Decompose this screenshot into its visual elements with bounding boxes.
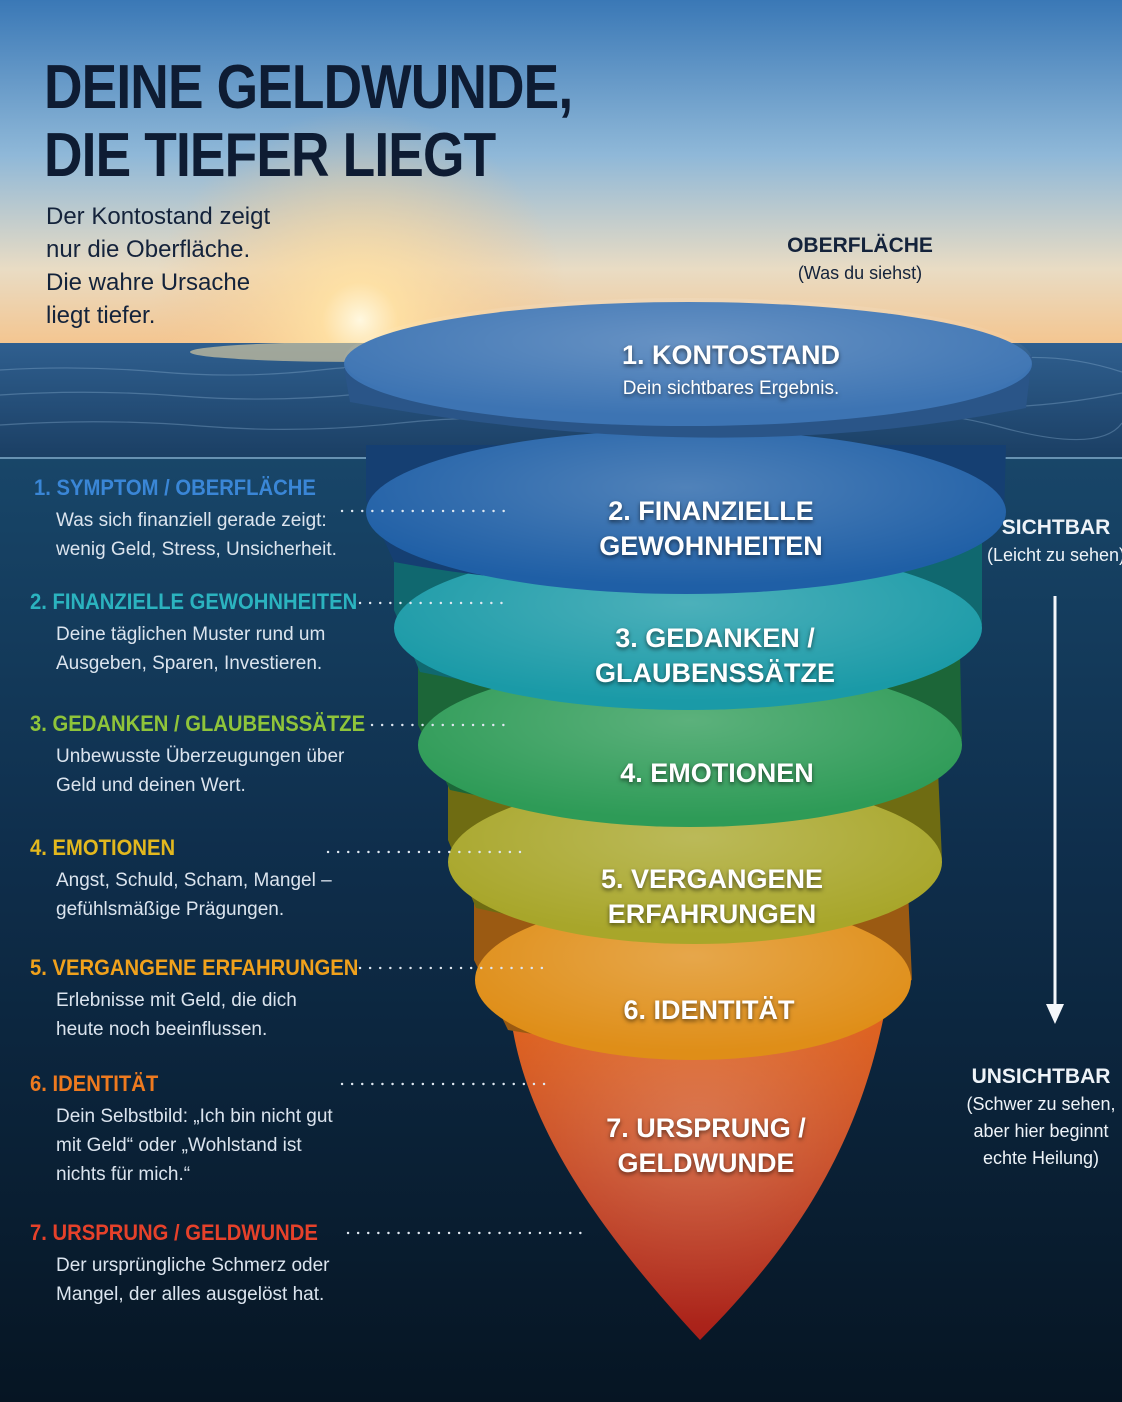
- legend-item-past-experiences: 5. VERGANGENE ERFAHRUNGEN Erlebnisse mit…: [30, 955, 359, 1040]
- legend-item-origin: 7. URSPRUNG / GELDWUNDE Der ursprünglich…: [30, 1220, 330, 1305]
- layer-7-shape: [510, 1010, 885, 1340]
- legend-item-emotions: 4. EMOTIONEN Angst, Schuld, Scham, Mange…: [30, 835, 332, 920]
- page-title: DEINE GELDWUNDE, DIE TIEFER LIEGT: [44, 53, 573, 190]
- depth-arrow: [1046, 596, 1064, 1024]
- legend-item-identity: 6. IDENTITÄT Dein Selbstbild: „Ich bin n…: [30, 1071, 333, 1185]
- page-subtitle: Der Kontostand zeigt nur die Oberfläche.…: [46, 203, 271, 329]
- layer-6-label: 6. IDENTITÄT: [623, 995, 795, 1025]
- legend-item-symptom: 1. SYMPTOM / OBERFLÄCHE Was sich finanzi…: [34, 475, 337, 560]
- layer-7-label: 7. URSPRUNG / GELDWUNDE: [606, 1113, 806, 1178]
- layer-4-label: 4. EMOTIONEN: [620, 758, 814, 788]
- legend-item-financial-habits: 2. FINANZIELLE GEWOHNHEITEN Deine täglic…: [30, 589, 358, 674]
- layer-2-label: 2. FINANZIELLE GEWOHNHEITEN: [599, 496, 823, 561]
- layer-3-label: 3. GEDANKEN / GLAUBENSSÄTZE: [594, 623, 836, 688]
- layer-1-label: 1. KONTOSTAND Dein sichtbares Ergebnis.: [621, 340, 841, 399]
- legend-item-beliefs: 3. GEDANKEN / GLAUBENSSÄTZE Unbewusste Ü…: [30, 711, 366, 796]
- zone-invisible: UNSICHTBAR (Schwer zu sehen, aber hier b…: [966, 1065, 1116, 1168]
- zone-visible: SICHTBAR (Leicht zu sehen): [986, 516, 1122, 565]
- layer-5-label: 5. VERGANGENE ERFAHRUNGEN: [600, 864, 824, 929]
- zone-surface: OBERFLÄCHE (Was du siehst): [787, 234, 933, 283]
